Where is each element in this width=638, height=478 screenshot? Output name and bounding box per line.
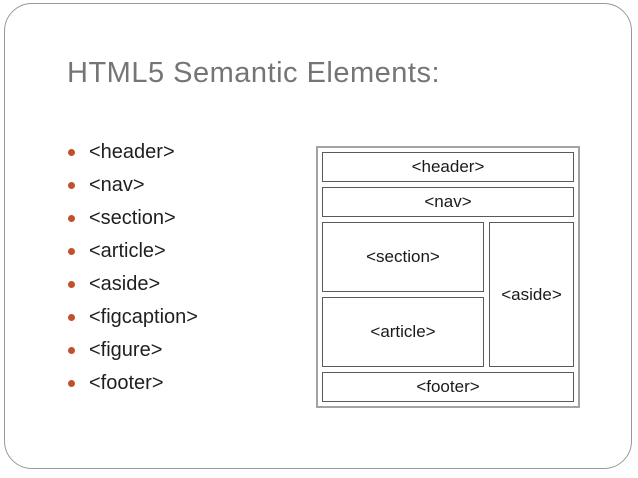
diagram-header-box: <header> (322, 152, 574, 182)
list-item-label: <footer> (89, 372, 164, 394)
diagram-middle-row: <section> <article> <aside> (322, 222, 574, 367)
list-item-label: <section> (89, 207, 176, 229)
bullet-icon (68, 182, 75, 189)
bullet-icon (68, 347, 75, 354)
list-item-label: <nav> (89, 174, 145, 196)
diagram-aside-label: <aside> (501, 284, 562, 304)
bullet-icon (68, 380, 75, 387)
list-item-label: <figcaption> (89, 306, 198, 328)
diagram-footer-box: <footer> (322, 372, 574, 402)
list-item-label: <figure> (89, 339, 163, 361)
html5-layout-diagram: <header> <nav> <section> <article> <asid… (316, 146, 580, 408)
bullet-icon (68, 314, 75, 321)
list-item: <aside> (68, 268, 198, 301)
list-item: <nav> (68, 169, 198, 202)
diagram-left-column: <section> <article> (322, 222, 484, 367)
list-item-label: <article> (89, 240, 166, 262)
bullet-icon (68, 248, 75, 255)
list-item: <section> (68, 202, 198, 235)
bullet-icon (68, 281, 75, 288)
bullet-icon (68, 215, 75, 222)
diagram-nav-box: <nav> (322, 187, 574, 217)
list-item: <article> (68, 235, 198, 268)
page-title: HTML5 Semantic Elements: (67, 57, 441, 89)
list-item: <footer> (68, 367, 198, 400)
list-item: <figure> (68, 334, 198, 367)
bullet-icon (68, 149, 75, 156)
diagram-header-label: <header> (411, 157, 485, 176)
diagram-article-label: <article> (370, 322, 436, 341)
list-item: <figcaption> (68, 301, 198, 334)
list-item: <header> (68, 136, 198, 169)
diagram-section-box: <section> (322, 222, 484, 292)
diagram-aside-box: <aside> (489, 222, 574, 367)
list-item-label: <aside> (89, 273, 161, 295)
semantic-elements-list: <header> <nav> <section> <article> <asid… (68, 136, 198, 400)
diagram-article-box: <article> (322, 297, 484, 367)
diagram-footer-label: <footer> (416, 377, 480, 396)
list-item-label: <header> (89, 141, 175, 163)
diagram-nav-label: <nav> (424, 192, 472, 211)
diagram-section-label: <section> (366, 247, 440, 266)
